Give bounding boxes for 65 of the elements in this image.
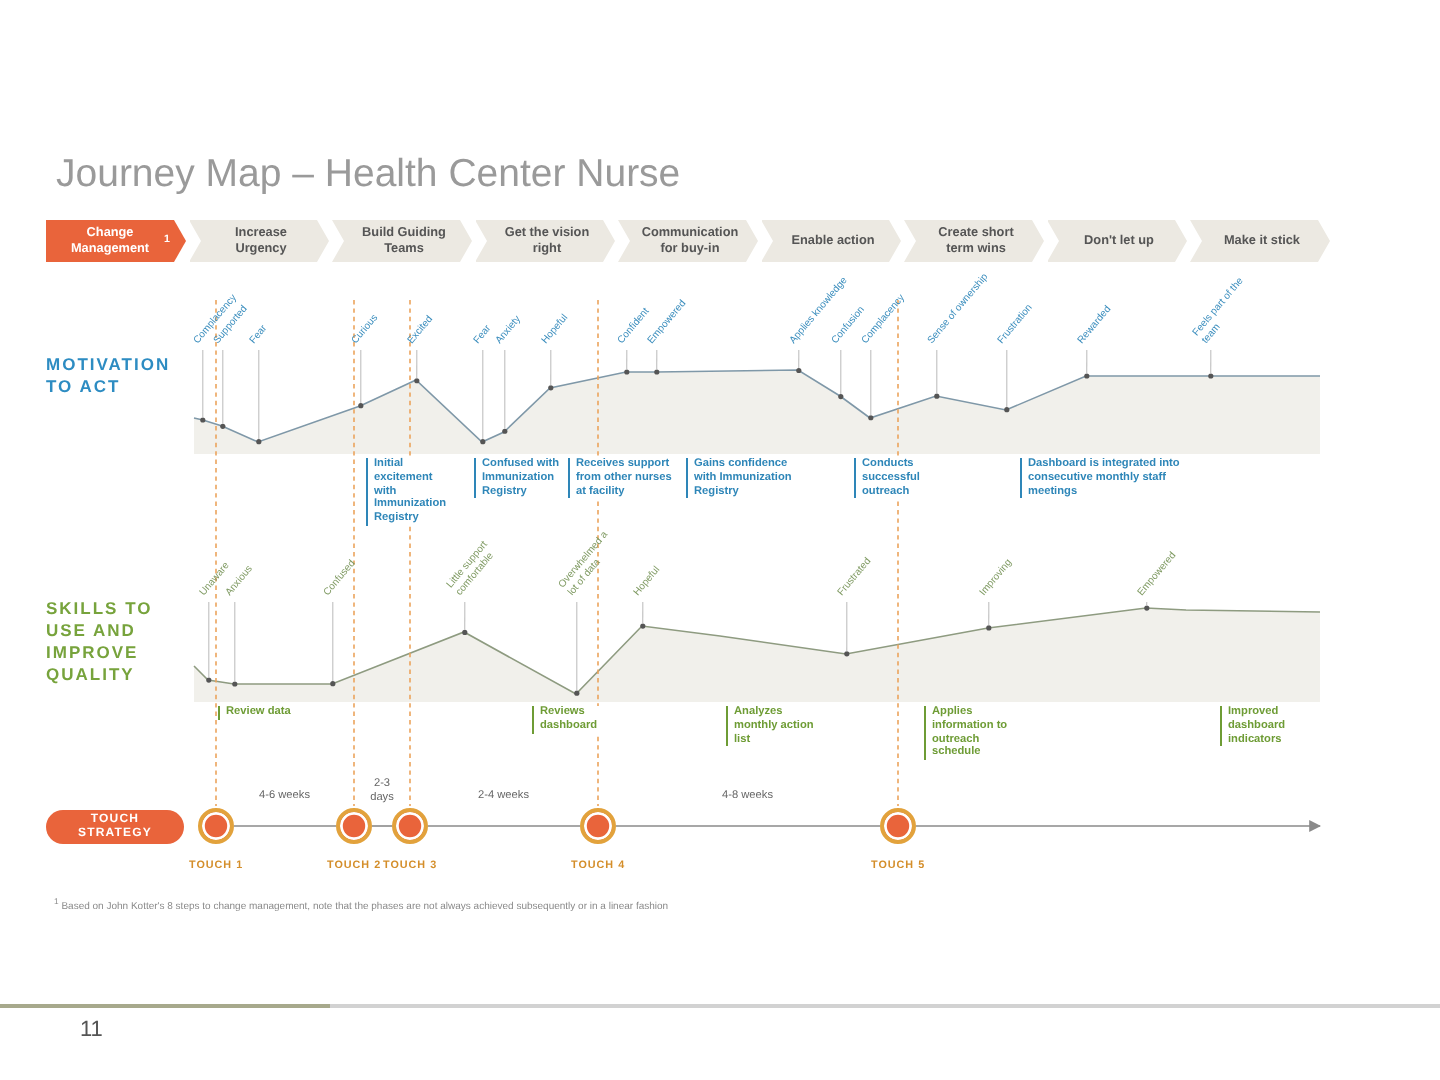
section-heading: SKILLS TO USE AND IMPROVE QUALITY [46,598,155,686]
leader-line [870,349,872,416]
ring-marker-icon [198,808,234,844]
ring-marker-icon [336,808,372,844]
ring-marker-icon [880,808,916,844]
curve-dot-icon [256,439,262,445]
page-number: 11 [80,1018,105,1042]
timeline-line [371,825,393,827]
timeline-line [615,825,881,827]
leader-line [846,601,848,652]
curve-dot-icon [206,677,212,683]
leader-line [576,601,578,692]
section-heading: MOTIVATION TO ACT [46,354,173,396]
leader-line [222,349,224,425]
leader-line [988,601,990,626]
leader-line [360,349,362,404]
leader-line [332,601,334,682]
leader-line [208,601,210,679]
curve-dot-icon [414,378,420,384]
curve-dot-icon [654,369,660,375]
leader-line [202,349,204,418]
leader-line [1210,349,1212,374]
ring-marker-icon [392,808,428,844]
leader-line [416,349,418,379]
curve-dot-icon [796,367,802,374]
curve-dot-icon [462,629,468,636]
leader-line [464,601,466,631]
leader-line [1006,349,1008,408]
ring-marker-icon [580,808,616,844]
curve-dot-icon [934,393,940,399]
leader-line [656,349,658,370]
leader-line [550,349,552,386]
page-title: Journey Map – Health Center Nurse [56,152,681,196]
curve-dot-icon [1084,373,1090,379]
leader-line [936,349,938,395]
curve-dot-icon [1004,407,1010,413]
curve-dot-icon [868,415,874,421]
curve-dot-icon [1208,373,1214,379]
timeline-line [233,825,337,827]
timeline-arrow [915,820,1322,832]
leader-line [626,349,628,370]
curve-dot-icon [330,681,336,687]
curve-dot-icon [220,423,226,429]
curve-dot-icon [574,690,580,696]
leader-line [840,349,842,395]
curve-dot-icon [358,403,364,409]
curve-dot-icon [838,394,844,400]
curve-dot-icon [844,651,850,657]
leader-line [642,601,644,625]
curve-dot-icon [200,417,206,423]
leader-line [504,349,506,430]
curve-dot-icon [624,369,630,375]
curve-dot-icon [986,625,992,631]
curve-dot-icon [1144,605,1150,611]
curve-dot-icon [502,428,508,434]
curve-dot-icon [480,439,486,445]
curve-dot-icon [640,623,646,629]
leader-line [1086,349,1088,374]
timeline-line [427,825,581,827]
leader-line [234,601,236,682]
leader-line [482,349,484,440]
leader-line [798,349,800,369]
curve-dot-icon [548,385,554,391]
curve-dot-icon [232,681,238,687]
leader-line [258,349,260,440]
